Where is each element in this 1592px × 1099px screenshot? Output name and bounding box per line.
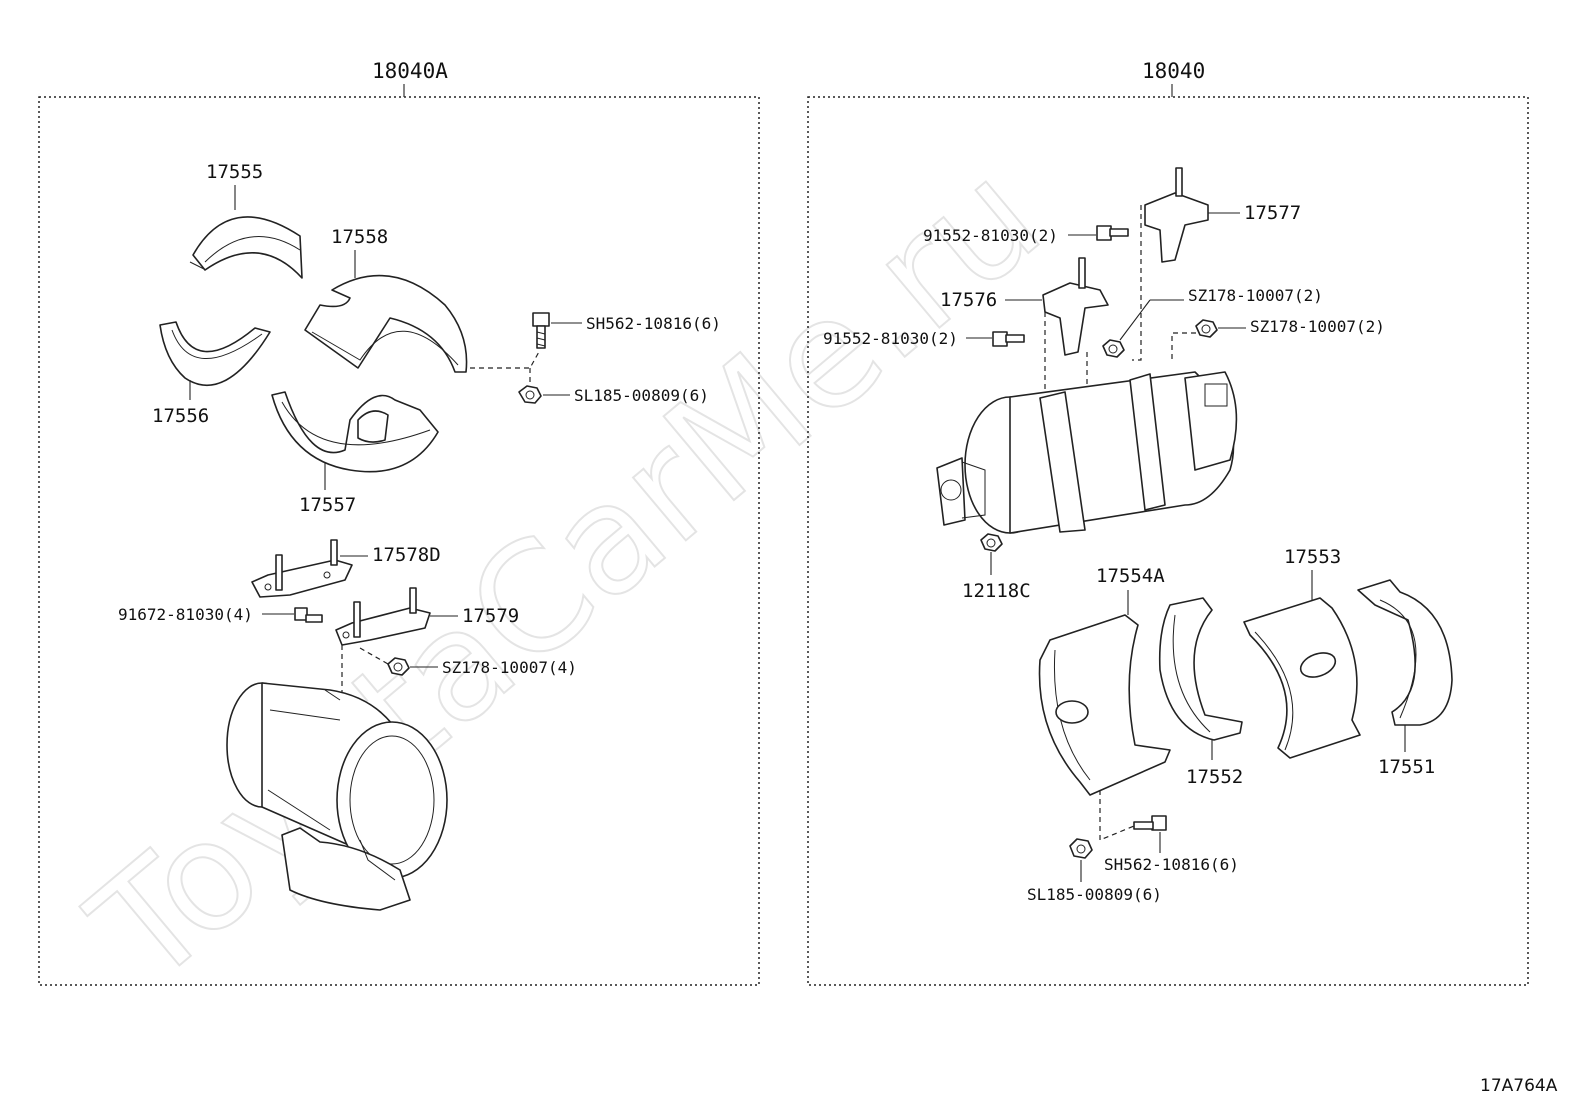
left-panel-frame [38, 96, 760, 986]
label-17556[interactable]: 17556 [152, 405, 209, 427]
label-91672[interactable]: 91672-81030(4) [118, 605, 253, 624]
label-17579[interactable]: 17579 [462, 605, 519, 627]
label-sz178-left[interactable]: SZ178-10007(4) [442, 658, 577, 677]
nut-sz178-b-shape[interactable] [1195, 319, 1218, 338]
nut-sl185-shape[interactable] [518, 385, 542, 404]
label-17555[interactable]: 17555 [206, 161, 263, 183]
label-17557[interactable]: 17557 [299, 494, 356, 516]
nut-sl185-right-shape[interactable] [1069, 838, 1093, 859]
bolt-91552-lower-shape[interactable] [992, 331, 1025, 347]
label-sz178-b[interactable]: SZ178-10007(2) [1250, 317, 1385, 336]
label-17558[interactable]: 17558 [331, 226, 388, 248]
part-17557-shape[interactable] [271, 391, 439, 473]
label-17577[interactable]: 17577 [1244, 202, 1301, 224]
part-17579-shape[interactable] [335, 587, 431, 646]
converter-right-shape[interactable] [936, 371, 1238, 534]
label-sz178-a[interactable]: SZ178-10007(2) [1188, 286, 1323, 305]
part-17552-shape[interactable] [1158, 597, 1243, 741]
right-panel-frame [807, 96, 1529, 986]
part-17576-shape[interactable] [1042, 257, 1109, 356]
diagram-code: 17A764A [1480, 1076, 1558, 1096]
bolt-sh562-shape[interactable] [532, 312, 550, 349]
part-17554a-shape[interactable] [1038, 614, 1171, 796]
label-91552-lower[interactable]: 91552-81030(2) [823, 329, 958, 348]
label-sl185-left[interactable]: SL185-00809(6) [574, 386, 709, 405]
label-17578d[interactable]: 17578D [372, 544, 441, 566]
converter-left-shape[interactable] [226, 682, 448, 911]
label-91552-upper[interactable]: 91552-81030(2) [923, 226, 1058, 245]
bolt-91672-shape[interactable] [294, 607, 323, 623]
right-assembly-title[interactable]: 18040 [1142, 59, 1205, 83]
right-panel: 18040 17577 91552-81030(2) 17576 SZ178- [807, 59, 1529, 986]
label-sh562-right[interactable]: SH562-10816(6) [1104, 855, 1239, 874]
label-17576[interactable]: 17576 [940, 289, 997, 311]
left-assembly-title[interactable]: 18040A [372, 59, 448, 83]
label-17554a[interactable]: 17554A [1096, 565, 1165, 587]
nut-sz178-shape[interactable] [387, 657, 410, 676]
part-17577-shape[interactable] [1144, 167, 1209, 263]
part-17553-shape[interactable] [1243, 597, 1361, 759]
part-17556-shape[interactable] [159, 321, 271, 387]
label-17551[interactable]: 17551 [1378, 756, 1435, 778]
label-12118c[interactable]: 12118C [962, 580, 1031, 602]
bolt-91552-upper-shape[interactable] [1096, 225, 1129, 241]
label-17552[interactable]: 17552 [1186, 766, 1243, 788]
left-panel: 18040A 17555 17558 17556 17557 [38, 59, 760, 986]
part-17558-shape[interactable] [304, 274, 468, 373]
part-17551-shape[interactable] [1357, 579, 1453, 726]
bolt-sh562-right-shape[interactable] [1133, 815, 1167, 831]
part-12118c-shape[interactable] [980, 533, 1003, 552]
label-sl185-right[interactable]: SL185-00809(6) [1027, 885, 1162, 904]
part-17555-shape[interactable] [189, 216, 303, 279]
label-sh562-left[interactable]: SH562-10816(6) [586, 314, 721, 333]
nut-sz178-a-shape[interactable] [1102, 339, 1125, 358]
label-17553[interactable]: 17553 [1284, 546, 1341, 568]
part-17578d-shape[interactable] [251, 539, 353, 598]
